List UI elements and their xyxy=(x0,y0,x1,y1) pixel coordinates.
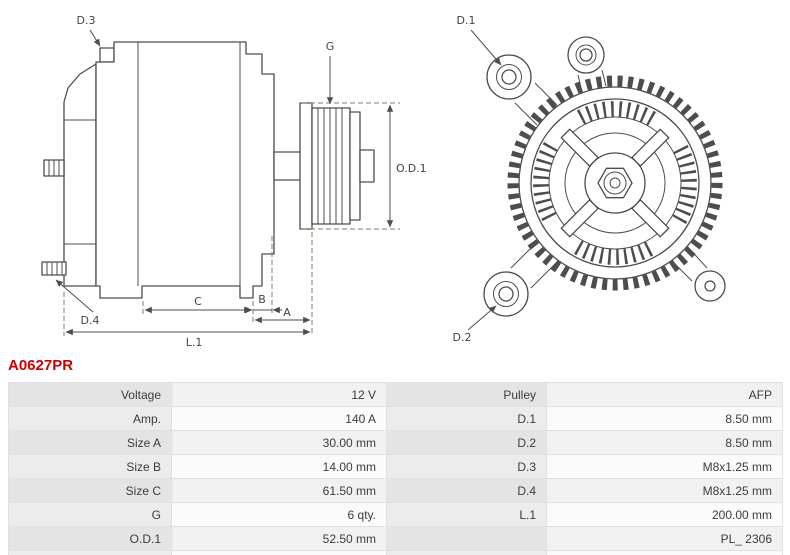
spec-label: Voltage xyxy=(8,382,172,407)
spec-label: Size B xyxy=(8,454,172,479)
spec-row-empty xyxy=(8,550,783,555)
spec-label: D.3 xyxy=(386,454,547,479)
dim-label-d3: D.3 xyxy=(77,14,96,27)
spec-value: M8x1.25 mm xyxy=(546,478,783,503)
spec-label: O.D.1 xyxy=(8,526,172,551)
spec-value: 200.00 mm xyxy=(546,502,783,527)
spec-value: 12 V xyxy=(171,382,387,407)
dim-label-d1: D.1 xyxy=(457,14,476,27)
spec-label xyxy=(386,526,547,551)
dim-label-g: G xyxy=(326,40,335,53)
spec-row: O.D.1 52.50 mm PL_ 2306 xyxy=(8,526,783,551)
spec-label: Size C xyxy=(8,478,172,503)
spec-row: G 6 qty. L.1 200.00 mm xyxy=(8,502,783,527)
technical-drawing: D.3 D.4 G O.D.1 C B A L.1 xyxy=(41,14,726,349)
dim-label-a: A xyxy=(283,306,291,319)
spec-label: Size A xyxy=(8,430,172,455)
dim-label-od1: O.D.1 xyxy=(396,162,427,175)
spec-value: 61.50 mm xyxy=(171,478,387,503)
spec-row: Size C 61.50 mm D.4 M8x1.25 mm xyxy=(8,478,783,503)
spec-label xyxy=(386,550,547,555)
spec-row: Voltage 12 V Pulley AFP xyxy=(8,382,783,407)
spec-value: AFP xyxy=(546,382,783,407)
spec-label xyxy=(8,550,172,555)
spec-value: 6 qty. xyxy=(171,502,387,527)
spec-row: Size B 14.00 mm D.3 M8x1.25 mm xyxy=(8,454,783,479)
mounting-stud-d4 xyxy=(41,261,67,276)
part-number: A0627PR xyxy=(8,357,74,374)
dim-label-d2: D.2 xyxy=(453,331,472,344)
spec-value: 140 A xyxy=(171,406,387,431)
dim-label-l1: L.1 xyxy=(186,336,203,349)
spec-label: D.2 xyxy=(386,430,547,455)
alternator-side-view xyxy=(41,41,375,299)
spec-value: M8x1.25 mm xyxy=(546,454,783,479)
spec-value: 14.00 mm xyxy=(171,454,387,479)
alternator-front-view xyxy=(483,36,726,317)
side-view-dimensions: D.3 D.4 G O.D.1 C B A L.1 xyxy=(55,14,427,349)
spec-value: PL_ 2306 xyxy=(546,526,783,551)
dim-label-b: B xyxy=(258,293,266,306)
spec-table: Voltage 12 V Pulley AFP Amp. 140 A D.1 8… xyxy=(8,382,783,555)
spec-value: 30.00 mm xyxy=(171,430,387,455)
spec-label: Amp. xyxy=(8,406,172,431)
spec-label: D.4 xyxy=(386,478,547,503)
through-bolt-d3 xyxy=(99,47,115,63)
spec-label: G xyxy=(8,502,172,527)
spec-label: L.1 xyxy=(386,502,547,527)
spec-label: D.1 xyxy=(386,406,547,431)
spec-row: Size A 30.00 mm D.2 8.50 mm xyxy=(8,430,783,455)
spec-value: 8.50 mm xyxy=(546,406,783,431)
spec-value: 8.50 mm xyxy=(546,430,783,455)
dim-label-c: C xyxy=(194,295,202,308)
spec-value xyxy=(546,550,783,555)
spec-value xyxy=(171,550,387,555)
terminal-stud xyxy=(43,159,65,177)
dim-label-d4: D.4 xyxy=(81,314,100,327)
spec-value: 52.50 mm xyxy=(171,526,387,551)
spec-row: Amp. 140 A D.1 8.50 mm xyxy=(8,406,783,431)
front-view-dimensions: D.1 D.2 xyxy=(453,14,502,344)
pulley xyxy=(299,102,375,230)
spec-label: Pulley xyxy=(386,382,547,407)
